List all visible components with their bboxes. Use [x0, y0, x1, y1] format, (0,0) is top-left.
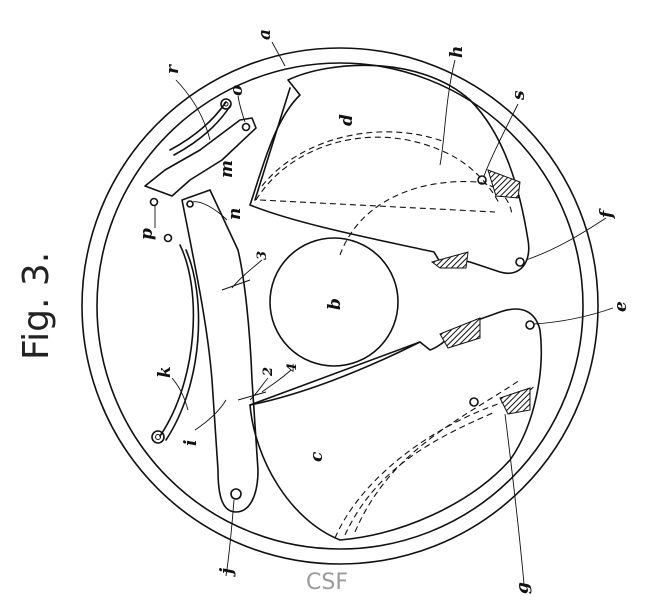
leader-lines [154, 41, 614, 585]
label-d: d [337, 114, 357, 126]
lever-i [181, 189, 267, 513]
pawl-m [144, 117, 257, 243]
label-j: j [217, 567, 237, 577]
figure-title: Fig. 3. [16, 252, 57, 360]
label-k: k [155, 366, 175, 378]
label-m: m [217, 160, 237, 178]
label-p: p [137, 228, 157, 240]
label-n: n [225, 208, 245, 220]
label-i: i [181, 440, 201, 446]
part-labels: a b c d e f g h i j k m n o p r s 2 3 4 [137, 29, 631, 594]
label-a: a [255, 29, 275, 40]
label-o: o [227, 85, 247, 96]
label-g: g [513, 582, 533, 594]
label-b: b [325, 298, 345, 310]
central-hub [269, 237, 399, 367]
spring-k [151, 244, 200, 444]
watermark: CSF [306, 570, 348, 595]
label-h: h [447, 46, 467, 58]
label-2: 2 [261, 367, 276, 377]
outer-ring [81, 47, 599, 565]
label-e: e [611, 301, 631, 312]
label-3: 3 [255, 251, 270, 260]
spring-r [169, 98, 232, 156]
label-4: 4 [285, 363, 300, 372]
lower-blade-c [249, 308, 543, 541]
label-r: r [163, 64, 183, 74]
label-s: s [509, 90, 529, 101]
label-c: c [307, 451, 327, 462]
label-f: f [597, 208, 617, 219]
